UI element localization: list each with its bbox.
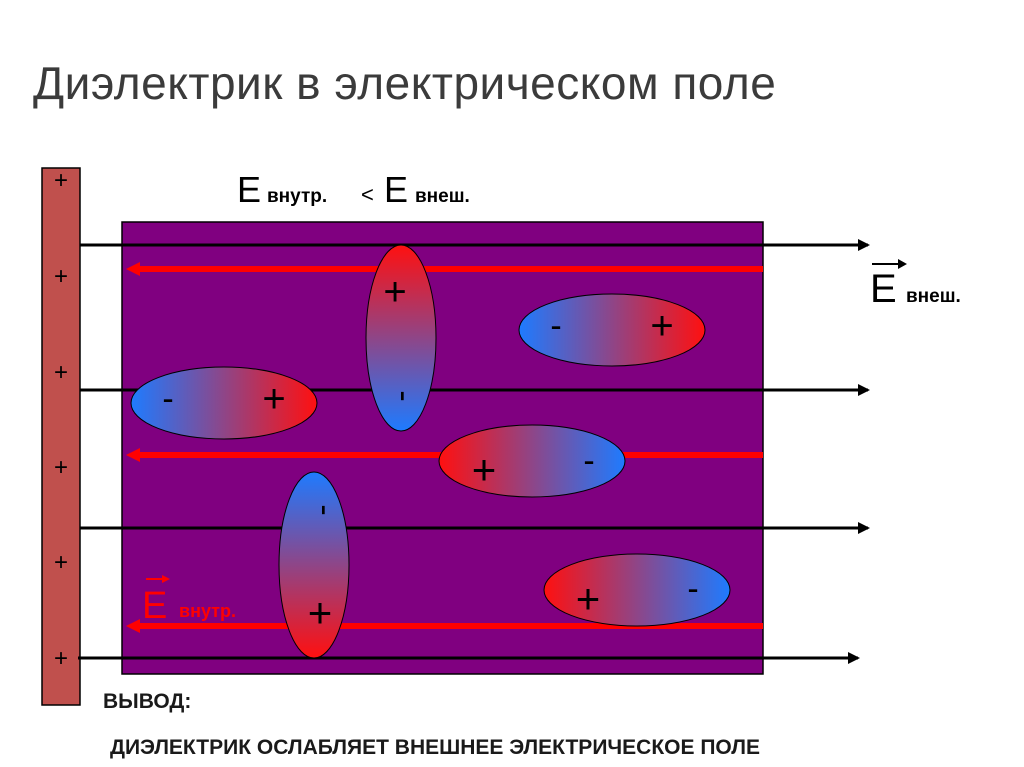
external-field-letter: Е	[870, 267, 897, 311]
dipole-sign-negative: -	[306, 504, 344, 515]
charged-plate	[41, 167, 81, 706]
relation-operator: <	[361, 182, 374, 207]
dipole-sign-positive: +	[308, 589, 333, 636]
dipole: + -	[543, 553, 731, 627]
page-title: Диэлектрик в электрическом поле	[33, 57, 777, 109]
relation-sub-right: внеш.	[415, 186, 470, 207]
external-field-subscript: внеш.	[906, 286, 961, 307]
dipole-sign-positive: +	[472, 446, 497, 493]
relation-sub-left: внутр.	[267, 186, 327, 207]
dipole: - +	[278, 471, 350, 659]
internal-field-letter: Е	[142, 585, 167, 627]
dipole-sign-negative: -	[583, 442, 594, 480]
plate-charge-6: +	[54, 645, 68, 672]
dipole: - +	[130, 366, 318, 440]
plate-charge-4: +	[54, 454, 68, 481]
conclusion-heading: ВЫВОД:	[103, 690, 192, 713]
dipole: + -	[438, 424, 626, 498]
plate-charge-3: +	[54, 359, 68, 386]
plate-charge-2: +	[54, 263, 68, 290]
dipole-sign-positive: +	[650, 304, 673, 348]
plate-charge-1: +	[54, 167, 68, 194]
dipole: + -	[365, 244, 437, 432]
dipole-sign-negative: -	[687, 570, 698, 608]
plate-charge-5: +	[54, 549, 68, 576]
internal-field-label: Е внутр.	[142, 575, 236, 627]
field-relation-label: Е внутр. < Е внеш.	[237, 169, 470, 210]
dipole-sign-negative: -	[385, 390, 423, 401]
dipole-sign-negative: -	[162, 380, 173, 418]
internal-field-subscript: внутр.	[179, 601, 236, 621]
external-field-label: Е внеш.	[870, 259, 961, 311]
conclusion-text: ДИЭЛЕКТРИК ОСЛАБЛЯЕТ ВНЕШНЕЕ ЭЛЕКТРИЧЕСК…	[110, 736, 760, 759]
dipole-sign-positive: +	[383, 270, 406, 314]
dipole-sign-positive: +	[576, 575, 601, 622]
dipole: - +	[518, 293, 706, 367]
relation-e-left: Е	[237, 169, 261, 210]
relation-e-right: Е	[384, 169, 408, 210]
dipole-sign-negative: -	[550, 307, 561, 345]
dipole-sign-positive: +	[262, 377, 285, 421]
